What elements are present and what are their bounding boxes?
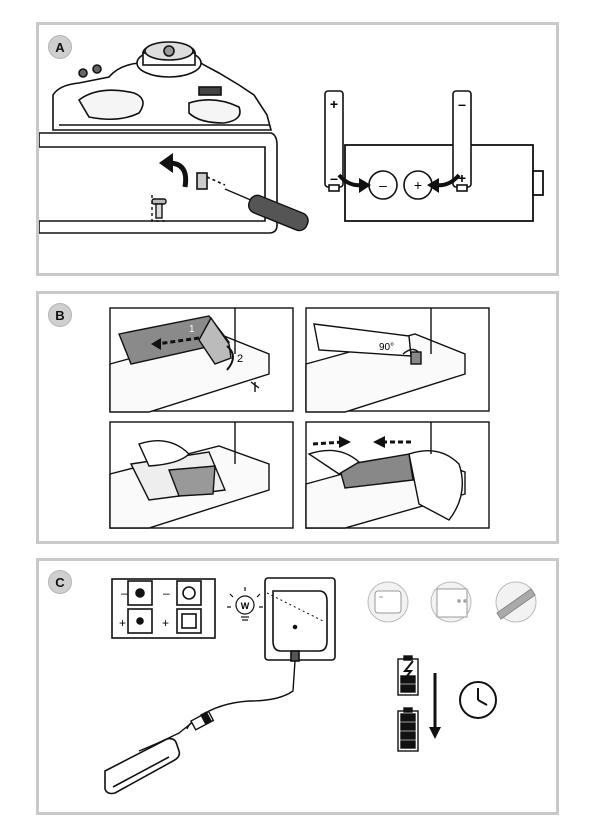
section-c-panel: C – + – + W <box>36 558 559 815</box>
battery-left-minus: – <box>330 170 338 186</box>
charging-cable <box>139 661 295 751</box>
charging-time-arrow-icon <box>429 673 441 739</box>
step-frame-1 <box>110 308 293 412</box>
battery-charging-icon <box>398 656 418 695</box>
battery-right-minus: – <box>458 96 466 112</box>
adapter-plug-icon <box>368 582 408 622</box>
slot-plus-label: + <box>414 177 422 193</box>
section-a-panel: A <box>36 22 559 276</box>
adapter-side-icon <box>431 582 471 622</box>
section-b-panel: B 1 2 90° <box>36 291 559 544</box>
clock-icon <box>460 682 496 718</box>
battery-full-icon <box>398 708 418 751</box>
polarity-plus-right: + <box>162 616 169 630</box>
polarity-minus-right: – <box>163 586 170 600</box>
battery-install-illustration: + – – + – + <box>39 25 556 273</box>
battery-pack-steps-illustration: 1 2 90° <box>39 294 556 541</box>
rotation-label: 90° <box>379 342 394 353</box>
battery-left-plus: + <box>330 96 338 112</box>
step-2-label: 2 <box>237 353 243 365</box>
cable-connector <box>191 712 213 730</box>
lightbulb-label: W <box>241 601 250 611</box>
slot-minus-label: – <box>379 177 387 193</box>
charging-illustration: – + – + W <box>39 561 556 812</box>
battery-led-icon <box>496 582 536 622</box>
step-frame-2 <box>306 308 489 412</box>
battery-pack <box>105 739 179 794</box>
polarity-plus-left: + <box>119 616 126 630</box>
step-1-label: 1 <box>189 324 195 335</box>
step-frame-4 <box>306 422 489 528</box>
charger-adapter <box>265 578 335 661</box>
polarity-minus-left: – <box>121 586 128 600</box>
step-frame-3 <box>110 422 293 528</box>
battery-right-plus: + <box>458 170 466 186</box>
vehicle-body <box>53 42 271 130</box>
